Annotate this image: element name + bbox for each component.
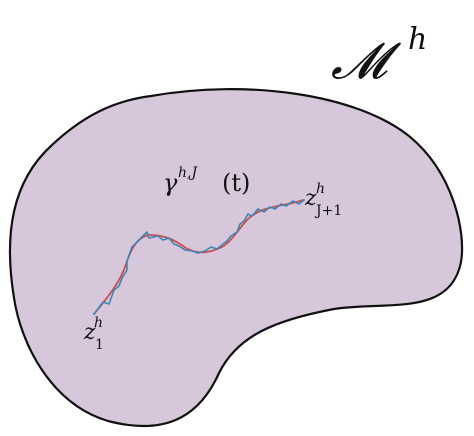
start-point-superscript: h (94, 315, 103, 331)
end-point-superscript: h (316, 181, 325, 197)
start-point-label: z h 1 (83, 315, 104, 353)
piecewise-approximation-curve (93, 199, 305, 315)
curve-symbol: γ (163, 169, 178, 197)
curve-label: γ h,J (t) (163, 165, 250, 197)
start-point-subscript: 1 (95, 337, 104, 353)
end-point-subscript: J+1 (314, 203, 342, 219)
curve-argument: (t) (222, 169, 250, 197)
manifold-region (9, 89, 463, 427)
manifold-label: 𝓜 h (331, 22, 427, 90)
manifold-superscript: h (408, 22, 427, 57)
end-point-label: z h J+1 (304, 181, 342, 219)
manifold-boundary (8, 88, 464, 428)
manifold-symbol: 𝓜 (331, 32, 402, 90)
end-point-symbol: z (304, 186, 317, 211)
start-point-symbol: z (83, 320, 96, 345)
curve-superscript: h,J (178, 165, 198, 181)
